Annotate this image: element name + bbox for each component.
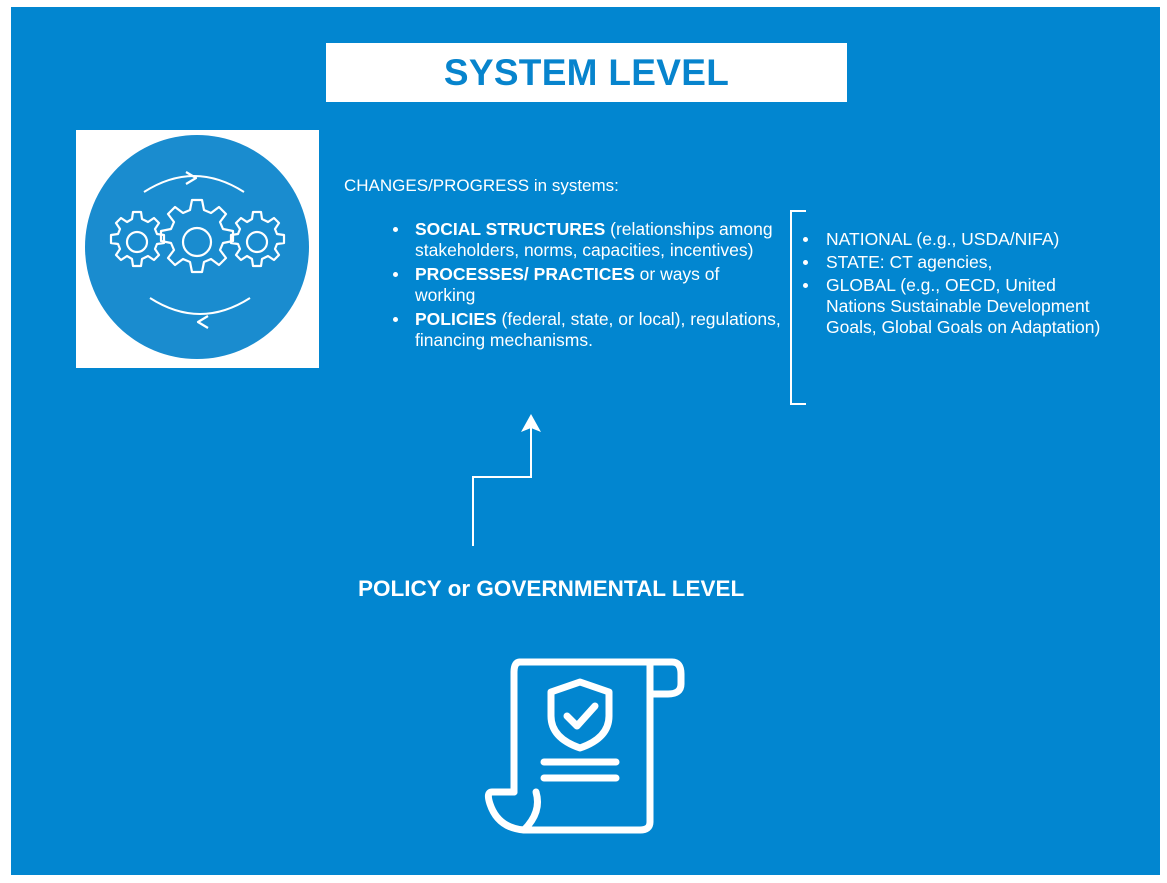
scope-bracket <box>790 210 806 405</box>
title-box: SYSTEM LEVEL <box>326 43 847 102</box>
gears-cycle-icon <box>85 135 309 359</box>
page-title: SYSTEM LEVEL <box>443 51 730 93</box>
gears-card <box>76 130 319 368</box>
bullet-text: (relationships among stakeholders, norms… <box>415 219 773 260</box>
scope-list: NATIONAL (e.g., USDA/NIFA) STATE: CT age… <box>800 229 1120 340</box>
up-arrow-icon <box>472 414 541 546</box>
scope-item-global: GLOBAL (e.g., OECD, United Nations Susta… <box>800 275 1120 338</box>
policy-level-label: POLICY or GOVERNMENTAL LEVEL <box>358 576 745 601</box>
change-bullets: SOCIAL STRUCTURES (relationships among s… <box>390 219 782 354</box>
bullet-bold-label: SOCIAL STRUCTURES <box>415 219 606 239</box>
bullet-policies: POLICIES (federal, state, or local), reg… <box>390 309 782 351</box>
bullet-social-structures: SOCIAL STRUCTURES (relationships among s… <box>390 219 782 261</box>
bullet-bold-label: PROCESSES/ PRACTICES <box>415 264 635 284</box>
policy-scroll-shield-icon <box>484 658 685 834</box>
bullet-text: (federal, state, or local), regulations,… <box>415 309 781 350</box>
bullet-text: or ways of working <box>415 264 720 305</box>
scope-item-national: NATIONAL (e.g., USDA/NIFA) <box>800 229 1120 250</box>
changes-intro: CHANGES/PROGRESS in systems: <box>344 176 619 195</box>
bullet-processes-practices: PROCESSES/ PRACTICES or ways of working <box>390 264 782 306</box>
scope-item-state: STATE: CT agencies, <box>800 252 1120 273</box>
bullet-bold-label: POLICIES <box>415 309 497 329</box>
